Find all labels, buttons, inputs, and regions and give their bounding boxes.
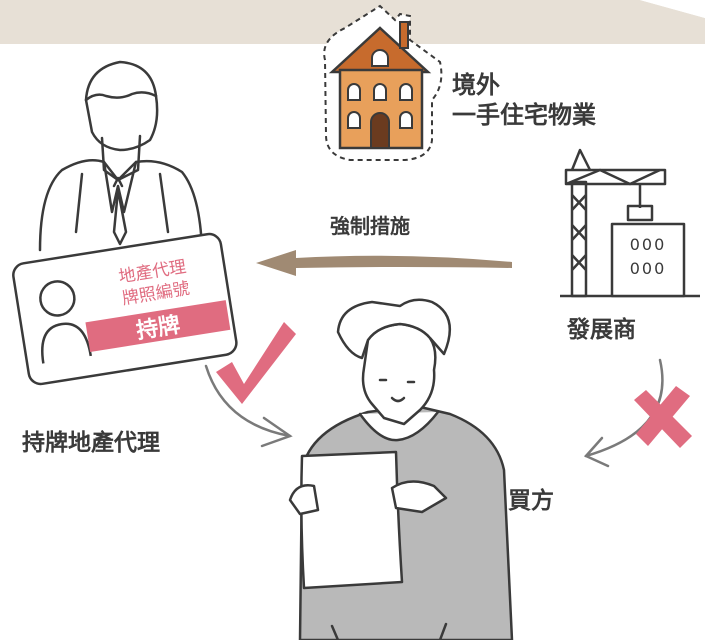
enforcement-label: 強制措施 [330, 214, 410, 238]
overseas-property-label: 境外 一手住宅物業 [452, 70, 596, 130]
window-row-1: 000 [630, 235, 667, 254]
developer-label: 發展商 [567, 317, 636, 343]
header-band [0, 0, 705, 44]
avatar-body [41, 322, 92, 364]
license-card: 地產代理 牌照編號 持牌 [12, 232, 238, 386]
house-icon [323, 4, 443, 161]
enforcement-arrow [256, 250, 512, 276]
licensed-agent-label: 持牌地產代理 [22, 430, 160, 456]
window-row-2: 000 [630, 259, 667, 278]
buyer-figure [288, 298, 514, 640]
avatar-head [39, 280, 76, 317]
header-fold [640, 0, 705, 18]
crane-building-icon [560, 148, 700, 298]
stamp-band [85, 300, 231, 352]
check-mark-icon [216, 322, 296, 404]
agent-to-buyer-arrow [204, 364, 293, 448]
agent-figure [38, 60, 204, 252]
buyer-paper [300, 450, 404, 590]
overseas-property-line-1: 境外 [452, 71, 500, 99]
buyer-label: 買方 [508, 488, 554, 514]
overseas-property-line-2: 一手住宅物業 [452, 101, 596, 129]
cross-mark-icon [634, 386, 692, 448]
